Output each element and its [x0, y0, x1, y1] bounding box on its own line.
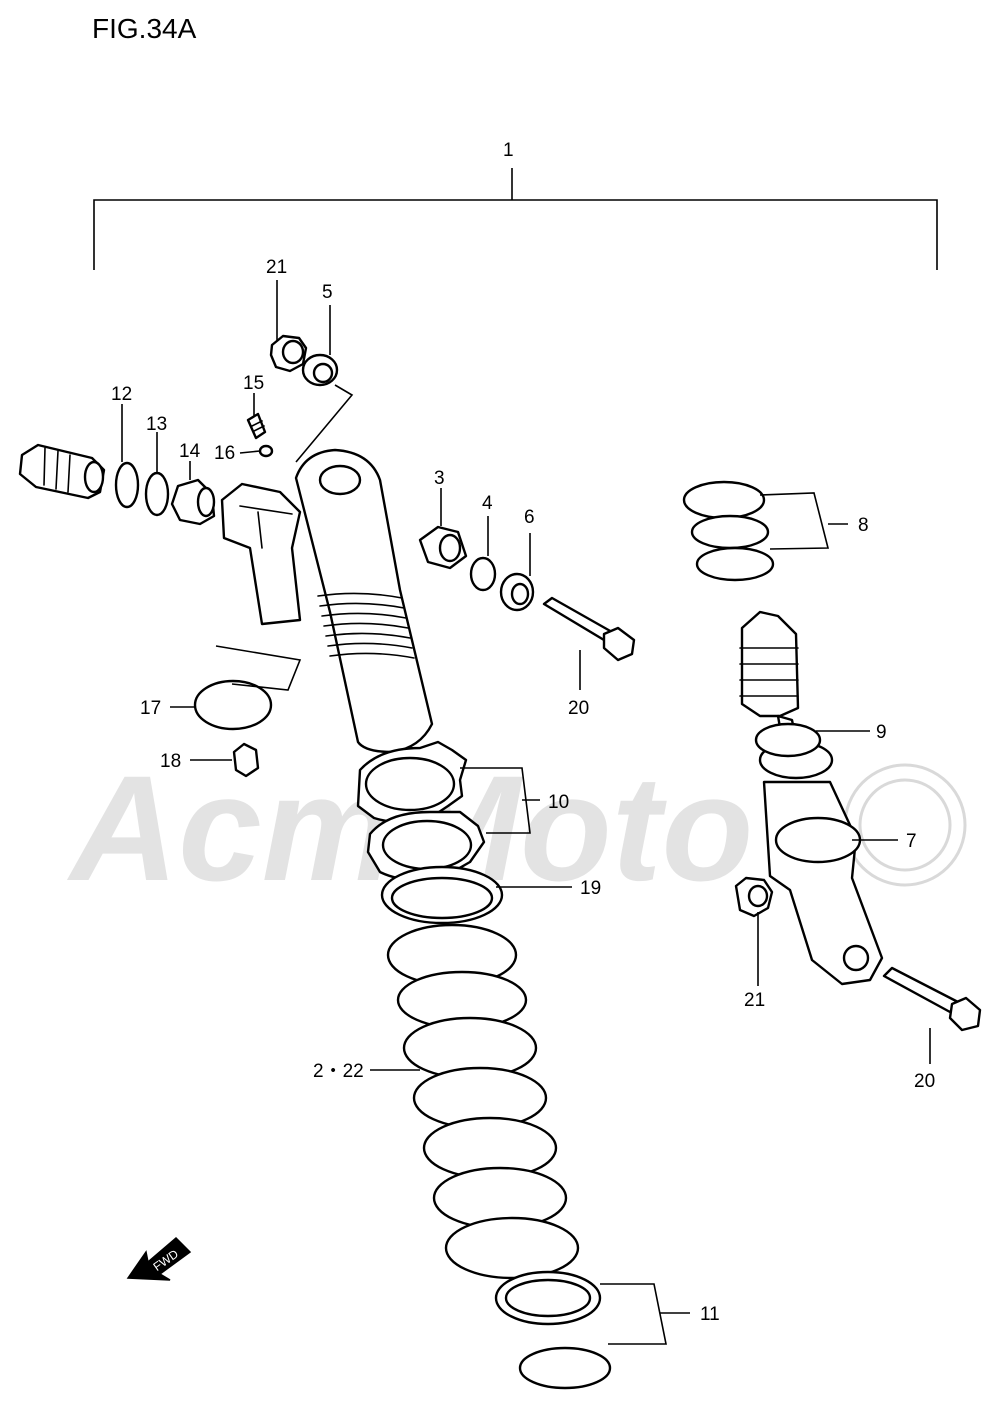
part-cap-14	[170, 478, 216, 526]
callout-7: 7	[906, 831, 917, 852]
callout-5: 5	[322, 282, 333, 303]
part-oring-9	[754, 722, 822, 758]
part-washer-5	[301, 353, 339, 387]
part-circlip-4	[469, 556, 497, 592]
part-seal-6	[499, 572, 535, 612]
callout-20-upper: 20	[568, 698, 589, 719]
callout-16: 16	[214, 443, 235, 464]
callout-20-lower: 20	[914, 1071, 935, 1092]
part-oring-17	[193, 679, 273, 731]
part-spring-seat-19	[380, 865, 504, 925]
callout-21-lower: 21	[744, 990, 765, 1011]
callout-17: 17	[140, 698, 161, 719]
part-screw-15	[246, 412, 267, 440]
part-oring-16	[258, 444, 274, 458]
part-spring-seat-11	[494, 1270, 612, 1390]
callouts: 1 21 5 15 12 13 14 16 3 4 6 8 20 17 9 18…	[111, 140, 935, 1325]
part-nut-21-top	[269, 334, 308, 373]
part-oring-12	[114, 461, 140, 509]
callout-15: 15	[243, 373, 264, 394]
callout-3: 3	[434, 468, 445, 489]
figure-title: FIG.34A	[92, 13, 197, 44]
part-stopper-8	[682, 480, 775, 582]
part-oring-13	[144, 471, 170, 517]
part-bush-3	[418, 525, 468, 570]
part-reservoir	[220, 482, 302, 626]
callout-2-22: 2・22	[313, 1061, 364, 1082]
part-cap-18	[232, 742, 260, 778]
part-rod-lower-7	[739, 610, 884, 986]
callout-21-top: 21	[266, 257, 287, 278]
part-bolt-20-lower	[882, 966, 982, 1032]
part-adjuster-12	[18, 443, 106, 500]
callout-1: 1	[503, 140, 514, 161]
callout-9: 9	[876, 722, 887, 743]
callout-4: 4	[482, 493, 493, 514]
callout-12: 12	[111, 384, 132, 405]
leader-lines	[121, 280, 931, 1345]
callout-13: 13	[146, 414, 167, 435]
callout-19: 19	[580, 878, 601, 899]
part-nut-21-lower	[734, 876, 774, 918]
callout-11: 11	[700, 1304, 720, 1325]
fwd-arrow-icon: FWD	[126, 1236, 192, 1281]
callout-6: 6	[524, 507, 535, 528]
callout-10: 10	[548, 792, 569, 813]
part-damper-body	[294, 448, 434, 754]
part-bolt-20-upper	[542, 596, 636, 662]
callout-14: 14	[179, 441, 201, 462]
callout-8: 8	[858, 515, 869, 536]
callout-18: 18	[160, 751, 181, 772]
assembly-bracket	[93, 168, 938, 270]
part-spring-2	[386, 923, 580, 1280]
